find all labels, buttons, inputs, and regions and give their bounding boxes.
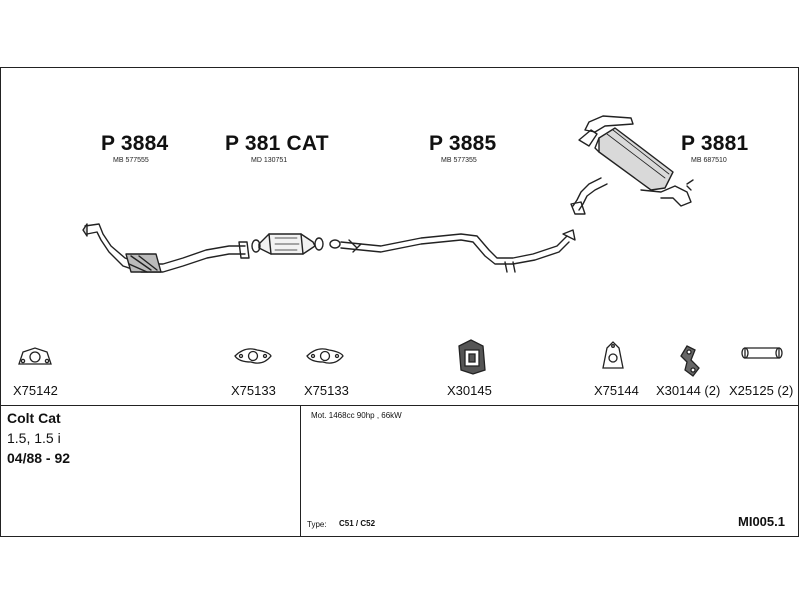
part-code-intermediate-pipe: P 3885 [429, 132, 497, 155]
type-value: C51 / C52 [339, 519, 376, 528]
type-label: Type: [307, 520, 327, 529]
exhaust-system-drawing [18, 115, 783, 377]
oval-gasket-icon [306, 348, 344, 364]
motor-spec: Mot. 1468cc 90hp , 66kW [311, 411, 402, 420]
front-pipe-drawing [82, 223, 250, 273]
rubber-hanger-icon [680, 345, 700, 377]
accessory-code: X25125 (2) [729, 383, 794, 398]
part-code-rear-silencer: P 3881 [681, 132, 749, 155]
part-code-catalytic-converter: P 381 CAT [225, 132, 329, 155]
intermediate-pipe-drawing [329, 229, 576, 273]
vehicle-model: Colt Cat [7, 410, 61, 426]
accessory-code: X30145 [447, 383, 492, 398]
part-ref-front-pipe: MB 577555 [113, 157, 149, 164]
accessory-code: X75142 [13, 383, 58, 398]
accessory-code: X75133 [231, 383, 276, 398]
info-divider [300, 406, 301, 537]
vehicle-engine: 1.5, 1.5 i [7, 430, 61, 446]
oval-gasket-icon [234, 348, 272, 364]
catalytic-converter-drawing [251, 233, 324, 255]
vehicle-info-panel: Colt Cat 1.5, 1.5 i 04/88 - 92 Mot. 1468… [1, 405, 798, 537]
accessory-code: X30144 (2) [656, 383, 721, 398]
diagram-frame: P 3884 MB 577555 P 381 CAT MD 130751 P 3… [0, 67, 799, 537]
part-ref-catalytic-converter: MD 130751 [251, 157, 288, 164]
accessory-code: X75144 [594, 383, 639, 398]
part-ref-rear-silencer: MB 687510 [691, 157, 727, 164]
flange-gasket-icon [18, 347, 52, 365]
clamp-sleeve-icon [741, 347, 783, 359]
triangular-gasket-icon [602, 341, 624, 369]
rear-silencer-drawing [570, 115, 694, 215]
rubber-mount-icon [458, 339, 486, 375]
part-ref-intermediate-pipe: MB 577355 [441, 157, 477, 164]
accessory-code: X75133 [304, 383, 349, 398]
vehicle-years: 04/88 - 92 [7, 450, 71, 466]
part-code-front-pipe: P 3884 [101, 132, 169, 155]
diagram-code: MI005.1 [738, 514, 785, 529]
